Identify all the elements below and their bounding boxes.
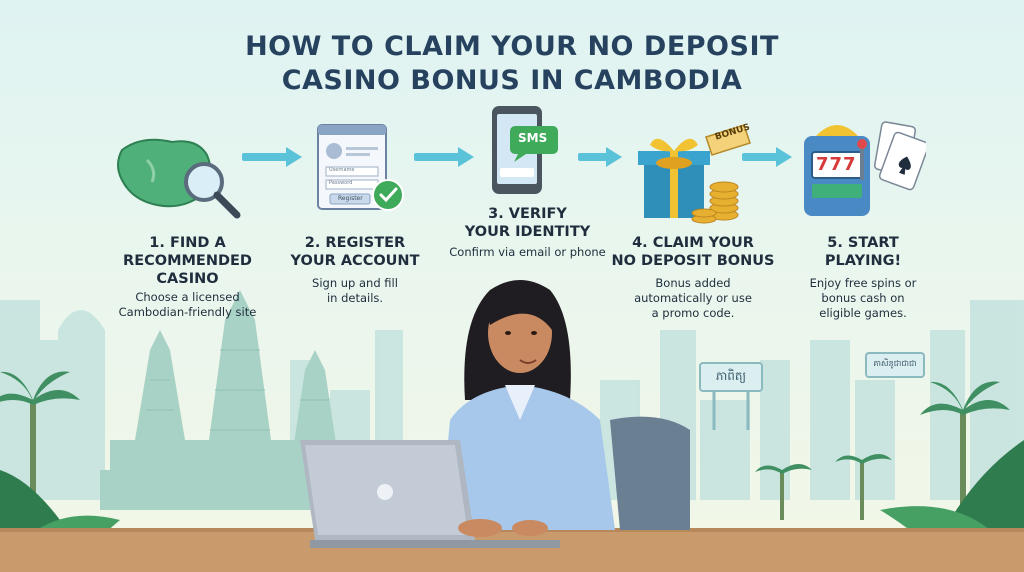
step-2-title-line: 2. REGISTER [304, 235, 406, 251]
step-5-description: Enjoy free spins or bonus cash on eligib… [788, 276, 938, 321]
woman-illustration [440, 280, 615, 530]
sms-label: SMS [518, 131, 548, 145]
arrow-right-icon [742, 147, 792, 167]
arrow-right-icon [242, 147, 302, 167]
step-1-title-line: 1. FIND A [149, 235, 226, 251]
step-3-title-line: 3. VERIFY [488, 206, 567, 222]
temple-details [146, 349, 330, 431]
step-3-desc-line: Confirm via email or phone [449, 245, 606, 259]
laptop [300, 440, 560, 548]
step-1-title: 1. FIND A RECOMMENDED CASINO [100, 234, 275, 288]
sign-left [699, 362, 763, 430]
title-line-1: HOW TO CLAIM YOUR NO DEPOSIT [245, 31, 779, 62]
step-1-desc-line: Choose a licensed [135, 290, 240, 304]
arrow-right-icon [414, 147, 474, 167]
palm-trees [0, 371, 1010, 520]
slot-graphic [804, 121, 930, 216]
step-2-description: Sign up and fill in details. [280, 276, 430, 306]
step-4-title: 4. CLAIM YOUR NO DEPOSIT BONUS [608, 234, 778, 270]
step-4-title-line: NO DEPOSIT BONUS [611, 253, 775, 269]
step-1-title-line: CASINO [156, 271, 219, 287]
form-field-password: Password [329, 180, 353, 186]
step-2-desc-line: in details. [326, 291, 384, 305]
gift-box-coins-icon: BONUS [632, 115, 754, 225]
step-5-title-line: 5. START [827, 235, 899, 251]
step-3-title-line: YOUR IDENTITY [464, 224, 591, 240]
step-5-desc-line: Enjoy free spins or [809, 276, 917, 290]
sign-right [865, 352, 925, 378]
step-5-title: 5. START PLAYING! [788, 234, 938, 270]
sign-left-text: ភាពិត្យ [715, 369, 747, 383]
desk [0, 530, 1024, 572]
arrow-right-icon [578, 147, 622, 167]
form-field-username: Username [329, 167, 355, 173]
form-window-graphic [317, 124, 404, 211]
slot-machine-cards-icon: 777 [802, 118, 930, 218]
step-1-desc-line: Cambodian-friendly site [118, 305, 257, 319]
step-4-title-line: 4. CLAIM YOUR [632, 235, 754, 251]
step-5-title-line: PLAYING! [824, 253, 902, 269]
registration-form-icon: Username Password Register [316, 123, 406, 213]
phone-sms-icon: SMS [488, 104, 568, 196]
step-2-desc-line: Sign up and fill [312, 276, 398, 290]
step-1-description: Choose a licensed Cambodian-friendly sit… [100, 290, 275, 320]
phone-graphic [492, 106, 558, 194]
gift-graphic [638, 124, 751, 224]
step-5-desc-line: bonus cash on [821, 291, 905, 305]
form-register-button: Register [338, 195, 363, 202]
page-title: HOW TO CLAIM YOUR NO DEPOSIT CASINO BONU… [0, 30, 1024, 98]
step-2-title: 2. REGISTER YOUR ACCOUNT [280, 234, 430, 270]
cambodia-map-magnifier-icon [117, 138, 241, 219]
step-4-desc-line: a promo code. [651, 306, 735, 320]
step-5-desc-line: eligible games. [819, 306, 907, 320]
step-4-description: Bonus added automatically or use a promo… [608, 276, 778, 321]
step-3-description: Confirm via email or phone [440, 245, 615, 260]
step-2-title-line: YOUR ACCOUNT [290, 253, 420, 269]
slot-reels: 777 [816, 154, 857, 175]
chair [610, 416, 690, 530]
step-1-title-line: RECOMMENDED [123, 253, 252, 269]
step-3-title: 3. VERIFY YOUR IDENTITY [440, 205, 615, 241]
title-line-2: CASINO BONUS IN CAMBODIA [281, 65, 743, 96]
step-4-desc-line: automatically or use [634, 291, 752, 305]
step-4-desc-line: Bonus added [655, 276, 731, 290]
sign-right-text: គាសិនូជាជាជា [873, 359, 917, 368]
